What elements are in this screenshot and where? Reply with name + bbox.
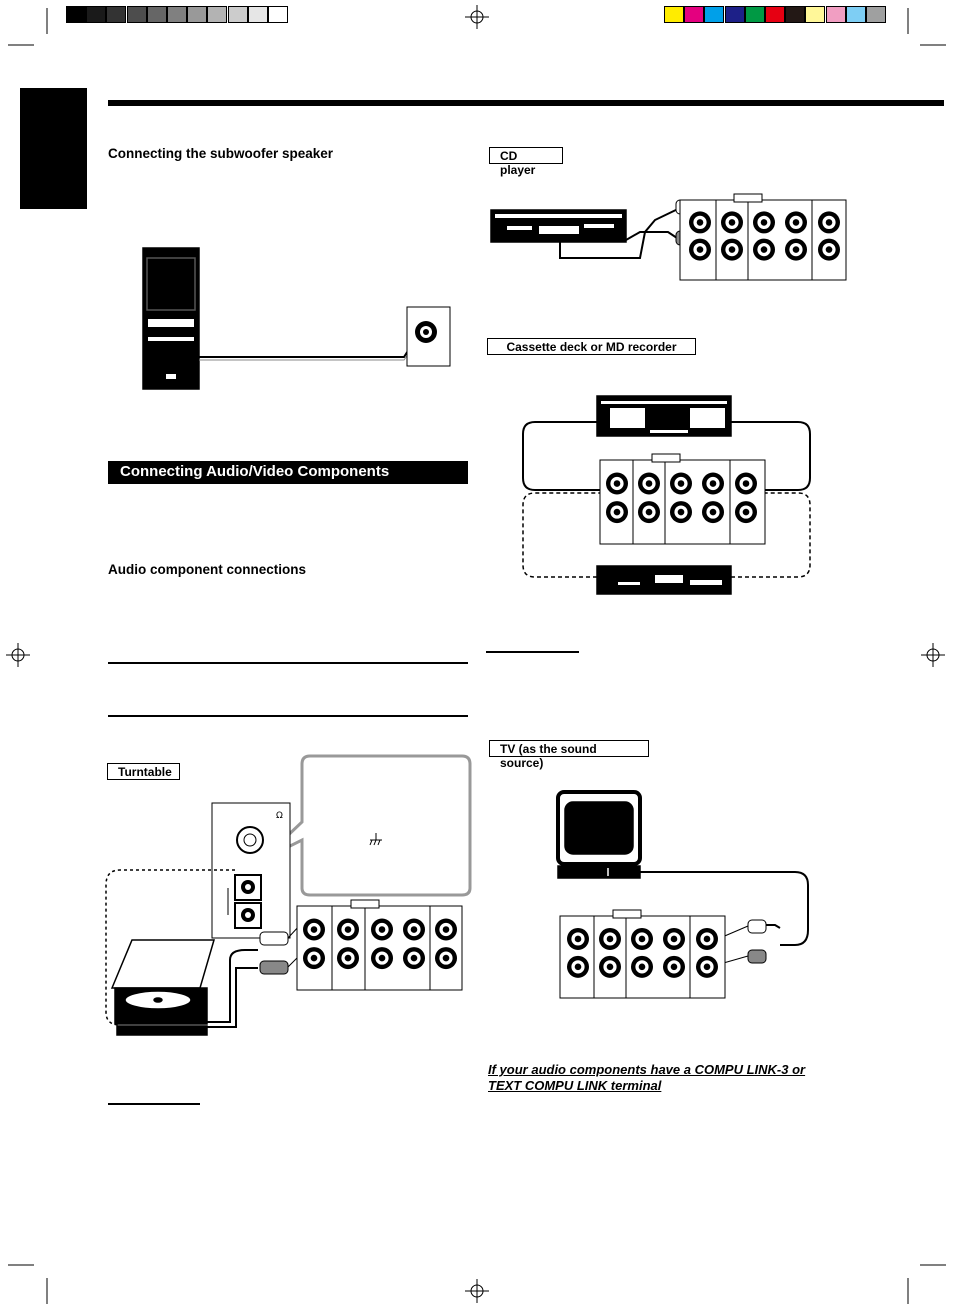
tv-label: TV (as the sound source) [489, 740, 649, 770]
registration-swatch [785, 6, 806, 23]
registration-swatch [167, 6, 187, 23]
registration-swatch [227, 6, 248, 23]
rule-left-3 [108, 1103, 200, 1105]
registration-target-left-icon [6, 643, 30, 667]
rule-right-1 [486, 651, 579, 653]
subwoofer-heading: Connecting the subwoofer speaker [108, 146, 334, 161]
cd-player-label: CD player [489, 147, 563, 177]
registration-swatch [247, 6, 268, 23]
rule-left-1 [108, 662, 468, 664]
registration-swatch [825, 6, 846, 23]
registration-swatch [724, 6, 745, 23]
language-tab [20, 88, 87, 209]
registration-swatch [207, 6, 228, 23]
registration-target-top-icon [465, 5, 489, 29]
registration-swatch [66, 6, 86, 23]
registration-swatch [268, 6, 288, 23]
ground-symbol-icon [369, 833, 382, 846]
compu-link-line-1: If your audio components have a COMPU LI… [488, 1062, 806, 1077]
registration-swatch [86, 6, 107, 23]
registration-swatch [866, 6, 886, 23]
registration-swatch [126, 6, 147, 23]
svg-text:Ω: Ω [276, 811, 283, 821]
registration-swatch [684, 6, 705, 23]
registration-swatch [845, 6, 866, 23]
av-components-section-bar: Connecting Audio/Video Components [108, 461, 468, 484]
registration-swatch [805, 6, 826, 23]
registration-target-right-icon [921, 643, 945, 667]
registration-swatch [704, 6, 725, 23]
cassette-label: Cassette deck or MD recorder [487, 338, 696, 355]
rule-left-2 [108, 715, 468, 717]
audio-connections-heading: Audio component connections [108, 562, 306, 577]
registration-swatch [744, 6, 765, 23]
registration-swatch [187, 6, 208, 23]
registration-swatch [146, 6, 167, 23]
turntable-label: Turntable [107, 763, 180, 780]
registration-target-bottom-icon [465, 1279, 489, 1303]
registration-swatch [664, 6, 684, 23]
header-rule [108, 100, 944, 106]
registration-swatch [765, 6, 785, 23]
registration-swatch [106, 6, 127, 23]
compu-link-line-2: TEXT COMPU LINK terminal [488, 1078, 662, 1093]
